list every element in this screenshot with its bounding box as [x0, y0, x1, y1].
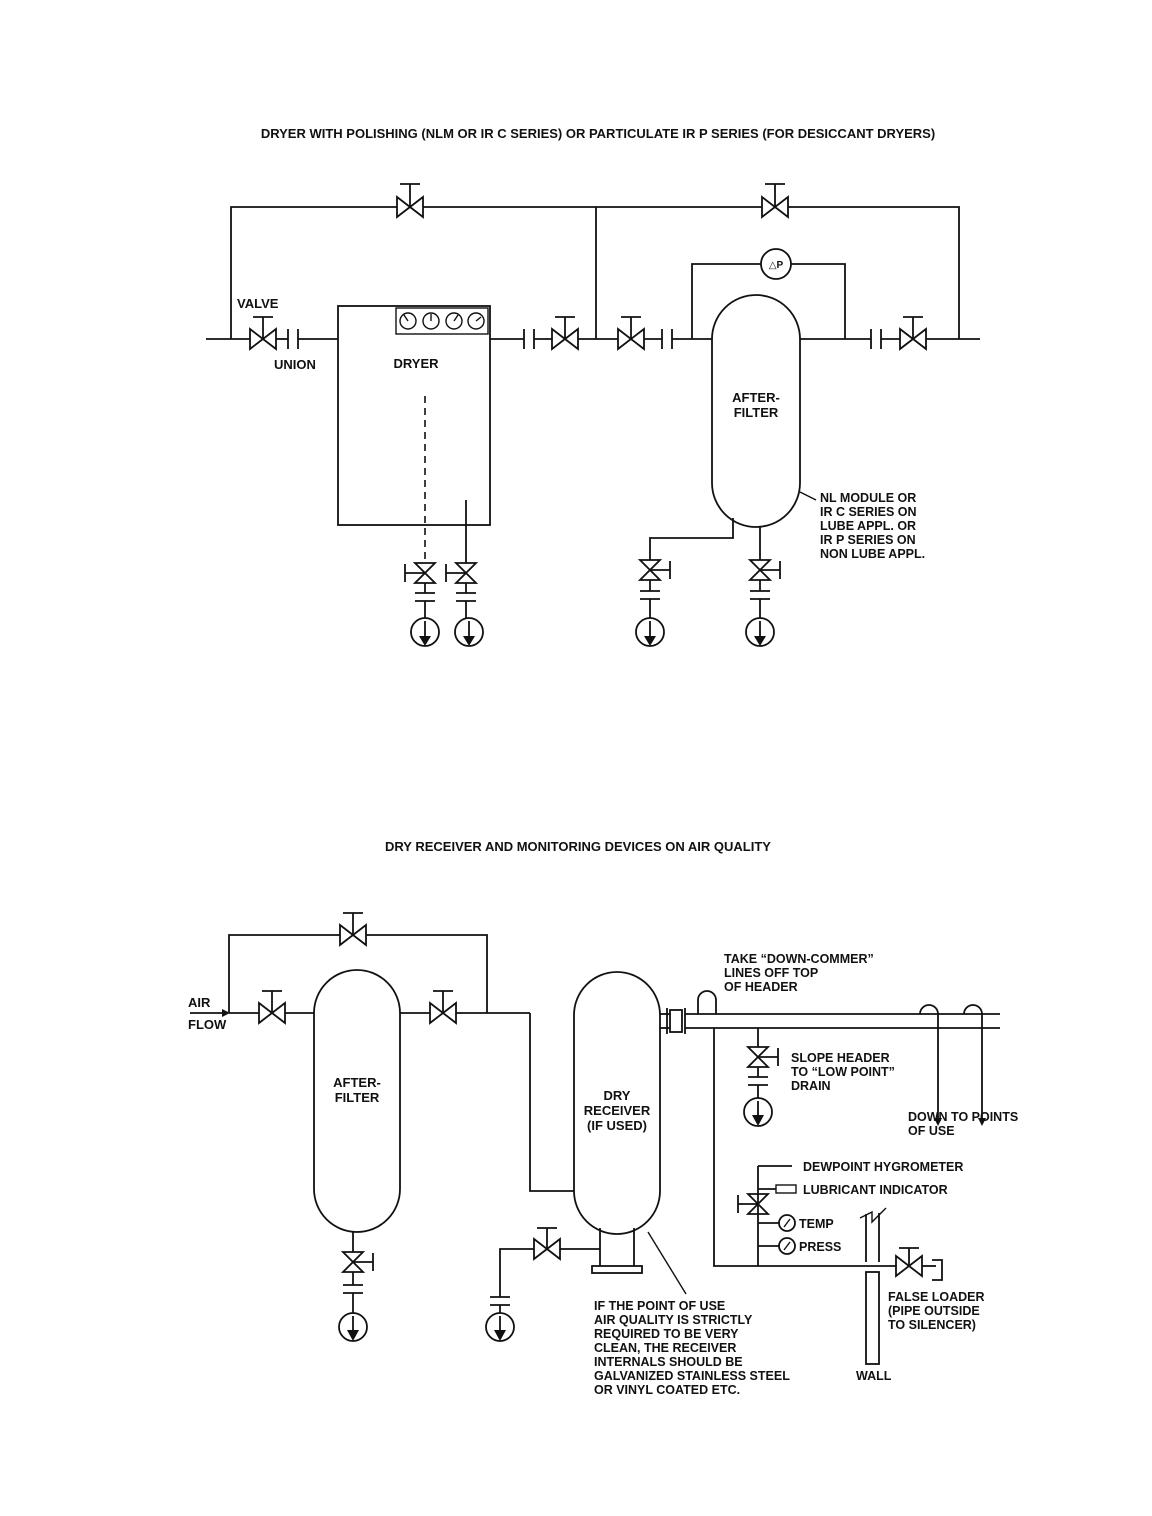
filter-inlet-valve-2	[258, 990, 286, 1025]
dryer-drain-2	[445, 562, 484, 647]
receiver-note-line-7: OR VINYL COATED ETC.	[594, 1383, 740, 1397]
receiver-label-line2: RECEIVER	[584, 1103, 651, 1118]
temp-gauge-icon	[778, 1214, 796, 1232]
dewpoint-label: DEWPOINT HYGROMETER	[803, 1160, 963, 1174]
dryer-drain-1	[404, 562, 440, 647]
false-loader-line-3: TO SILENCER)	[888, 1318, 976, 1332]
diagram1-title: DRYER WITH POLISHING (NLM OR IR C SERIES…	[261, 126, 935, 141]
receiver-drain	[485, 1227, 600, 1342]
valve-label: VALVE	[237, 296, 279, 311]
dry-receiver-vessel: DRY RECEIVER (IF USED)	[573, 971, 661, 1274]
receiver-note-line-1: IF THE POINT OF USE	[594, 1299, 725, 1313]
down-note-line-2: OF USE	[908, 1124, 955, 1138]
filter-drain-1	[635, 559, 671, 647]
false-loader	[895, 1247, 943, 1281]
dryer-label: DRYER	[393, 356, 439, 371]
temp-label: TEMP	[799, 1217, 834, 1231]
lubricant-label: LUBRICANT INDICATOR	[803, 1183, 948, 1197]
diagram-dryer-polishing: DRYER WITH POLISHING (NLM OR IR C SERIES…	[206, 126, 980, 647]
header-note-line-1: TAKE “DOWN-COMMER”	[724, 952, 874, 966]
bypass-valve-2	[761, 183, 789, 219]
afterfilter-vessel-2: AFTER- FILTER	[313, 969, 401, 1233]
afterfilter-label-line2: FILTER	[734, 405, 779, 420]
header-note: TAKE “DOWN-COMMER” LINES OFF TOP OF HEAD…	[724, 952, 874, 994]
union-label: UNION	[274, 357, 316, 372]
filter-drain-line-1	[649, 518, 734, 560]
receiver-note-line-6: GALVANIZED STAINLESS STEEL	[594, 1369, 790, 1383]
filter-note: NL MODULE OR IR C SERIES ON LUBE APPL. O…	[820, 491, 925, 561]
diagram-dry-receiver: DRY RECEIVER AND MONITORING DEVICES ON A…	[188, 839, 1018, 1397]
afterfilter-label-line1: AFTER-	[732, 390, 780, 405]
slope-note: SLOPE HEADER TO “LOW POINT” DRAIN	[791, 1051, 895, 1093]
note-line-4: IR P SERIES ON	[820, 533, 916, 547]
header-note-line-3: OF HEADER	[724, 980, 798, 994]
lubricant-indicator-icon	[775, 1184, 797, 1194]
wall-label: WALL	[856, 1369, 892, 1383]
dryer-unit: DRYER	[337, 305, 491, 563]
afterfilter-vessel: AFTER- FILTER	[711, 294, 801, 528]
delta-p-gauge: △P	[691, 248, 846, 339]
header-note-line-2: LINES OFF TOP	[724, 966, 818, 980]
note-line-5: NON LUBE APPL.	[820, 547, 925, 561]
receiver-note-line-5: INTERNALS SHOULD BE	[594, 1355, 743, 1369]
bypass-lines	[230, 206, 960, 339]
receiver-label-line1: DRY	[604, 1088, 631, 1103]
diagram2-title: DRY RECEIVER AND MONITORING DEVICES ON A…	[385, 839, 771, 854]
dryer-outlet-valve	[551, 316, 579, 351]
filter-outlet-valve-2	[429, 990, 457, 1025]
afterfilter-drain	[338, 1232, 374, 1342]
receiver-note-line-4: CLEAN, THE RECEIVER	[594, 1341, 736, 1355]
header-pipe	[660, 990, 1000, 1126]
wall: WALL	[856, 1207, 892, 1383]
slope-note-line-3: DRAIN	[791, 1079, 831, 1093]
receiver-note-line-3: REQUIRED TO BE VERY	[594, 1327, 739, 1341]
false-loader-note: FALSE LOADER (PIPE OUTSIDE TO SILENCER)	[888, 1290, 985, 1332]
note-line-2: IR C SERIES ON	[820, 505, 917, 519]
inlet-valve	[249, 316, 277, 351]
inlet-piping	[228, 934, 574, 1192]
filter-inlet-valve	[617, 316, 645, 351]
air-flow-label-2: FLOW	[188, 1017, 227, 1032]
down-note: DOWN TO POINTS OF USE	[908, 1110, 1018, 1138]
gauge-icon	[399, 312, 485, 330]
receiver-note: IF THE POINT OF USE AIR QUALITY IS STRIC…	[594, 1299, 790, 1397]
press-label: PRESS	[799, 1240, 841, 1254]
press-gauge-icon	[778, 1237, 796, 1255]
false-loader-line-1: FALSE LOADER	[888, 1290, 985, 1304]
slope-note-line-1: SLOPE HEADER	[791, 1051, 890, 1065]
note-line-1: NL MODULE OR	[820, 491, 916, 505]
outlet-valve	[899, 316, 927, 351]
delta-p-label: △P	[769, 260, 784, 271]
air-flow-arrowhead	[222, 1009, 230, 1017]
afterfilter2-label-line2: FILTER	[335, 1090, 380, 1105]
bypass-valve-1	[396, 183, 424, 219]
monitoring-branch	[713, 1028, 896, 1267]
false-loader-line-2: (PIPE OUTSIDE	[888, 1304, 980, 1318]
afterfilter2-label-line1: AFTER-	[333, 1075, 381, 1090]
slope-note-line-2: TO “LOW POINT”	[791, 1065, 895, 1079]
low-point-drain	[743, 1028, 779, 1127]
note-leader	[799, 491, 817, 501]
receiver-label-line3: (IF USED)	[587, 1118, 647, 1133]
receiver-note-leader	[647, 1231, 687, 1295]
union-fittings	[287, 329, 882, 349]
bypass-valve	[339, 912, 367, 947]
air-flow-label-1: AIR	[188, 995, 211, 1010]
down-note-line-1: DOWN TO POINTS	[908, 1110, 1018, 1124]
note-line-3: LUBE APPL. OR	[820, 519, 916, 533]
filter-drain-2	[745, 559, 781, 647]
receiver-note-line-2: AIR QUALITY IS STRICTLY	[594, 1313, 753, 1327]
